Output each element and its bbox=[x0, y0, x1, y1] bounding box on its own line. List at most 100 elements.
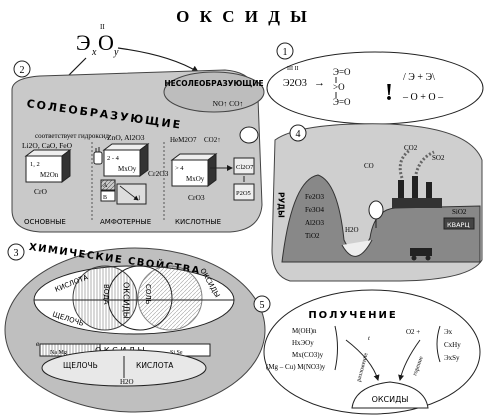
acidic-cube: > 4 MxOy bbox=[170, 153, 218, 187]
venn-water: ВОДА bbox=[102, 284, 110, 305]
s1-arrow: → bbox=[314, 77, 325, 89]
basic-label: ОСНОВНЫЕ bbox=[24, 218, 66, 226]
arrow-to-non-salt bbox=[117, 47, 200, 73]
letter-v: в bbox=[36, 340, 39, 348]
acidic-tank-1 bbox=[233, 157, 255, 175]
ore-4: TiO2 bbox=[305, 232, 320, 240]
prep-result: ОКСИДЫ bbox=[372, 395, 409, 404]
section-5-preparation: 5 ПОЛУЧЕНИЕ M(OH)n HxЭOy Mx(CO3)y (Mg – … bbox=[253, 289, 481, 415]
amphoteric-block-a-label: A bbox=[103, 183, 108, 189]
ore-1: Fe2O3 bbox=[305, 193, 325, 201]
section-1-badge bbox=[276, 42, 294, 60]
acidic-tank-2-label: P2O5 bbox=[236, 190, 251, 197]
decomp-t: t bbox=[368, 335, 370, 342]
section-3-number: 3 bbox=[14, 248, 19, 259]
oxides-dome bbox=[351, 381, 429, 409]
section-3-properties: 3 ХИМИЧЕСКИЕ СВОЙСТВА а б в КИСЛОТА ЩЕЛО… bbox=[4, 240, 266, 413]
non-salt-examples: NO↑ CO↑ bbox=[213, 99, 244, 108]
amphoteric-label: АМФОТЕРНЫЕ bbox=[100, 218, 151, 226]
formula-y: y bbox=[113, 47, 119, 58]
gas-co2: CO2 bbox=[404, 144, 418, 152]
formula-oxygen: O bbox=[98, 30, 114, 55]
acidic-flask-icon bbox=[239, 126, 259, 144]
amphoteric-cube-side: MxOy bbox=[118, 165, 137, 173]
svg-text:Э=O: Э=O bbox=[333, 97, 351, 107]
formula-valence: II bbox=[100, 23, 105, 31]
amphoteric-cube: 2 - 4 MxOy bbox=[102, 143, 150, 177]
general-formula: Э x O y II bbox=[76, 23, 119, 58]
section-2-classification: 2 НЕСОЛЕОБРАЗУЮЩИЕ NO↑ CO↑ СОЛЕОБРАЗУЮЩИ… bbox=[11, 60, 265, 233]
basic-bottom: CrO bbox=[34, 187, 48, 196]
bottom-base: ЩЕЛОЧЬ bbox=[63, 361, 98, 370]
prep-source-1: M(OH)n bbox=[292, 327, 317, 335]
venn-circle-right bbox=[137, 265, 203, 331]
prep-header: ПОЛУЧЕНИЕ bbox=[308, 310, 397, 321]
quartz-plate bbox=[443, 217, 475, 230]
basic-examples: Li2O, CaO, FeO bbox=[22, 141, 73, 150]
acidic-cube-face: > 4 bbox=[175, 165, 184, 172]
acidic-cube-side: MxOy bbox=[186, 175, 205, 183]
page-title: О К С И Д Ы bbox=[176, 7, 310, 26]
section-2-badge bbox=[13, 60, 31, 78]
prep-source-2: HxЭOy bbox=[292, 339, 314, 347]
non-salt-ellipse bbox=[163, 71, 265, 113]
prod-3: ЭxSy bbox=[444, 354, 460, 362]
section-4-badge bbox=[289, 124, 307, 142]
section-5-badge bbox=[253, 295, 271, 313]
section-5-number: 5 bbox=[260, 300, 265, 311]
water-pool bbox=[341, 239, 373, 257]
factory-icon bbox=[392, 176, 442, 208]
venn-circle-left bbox=[72, 265, 138, 331]
amphoteric-examples: ZnO, Al2O3 bbox=[107, 133, 145, 142]
section-4-number: 4 bbox=[296, 129, 301, 140]
section-1-number: 1 bbox=[283, 47, 288, 58]
ore-label: РУДЫ bbox=[277, 192, 286, 218]
ore-2: Fe3O4 bbox=[305, 206, 325, 214]
bottom-water: H2O bbox=[120, 378, 134, 386]
prod-2: CxHy bbox=[444, 341, 461, 349]
quartz-label: КВАРЦ bbox=[447, 221, 470, 229]
section-3-badge bbox=[7, 243, 25, 261]
hydroxide-note: соответствует гидроксид bbox=[35, 132, 109, 140]
formula-symbol: Э bbox=[76, 30, 91, 55]
venn-oxides: ОКСИДЫ bbox=[122, 282, 131, 319]
o2-label: O2 + bbox=[406, 328, 420, 336]
water-label: H2O bbox=[345, 226, 359, 234]
acidic-tank-1-label: Cl2O7 bbox=[236, 164, 254, 171]
amphoteric-hand-icon bbox=[93, 147, 103, 165]
ore-3: Al2O3 bbox=[305, 219, 325, 227]
vehicle-icon bbox=[410, 248, 432, 261]
tree-icon bbox=[368, 200, 384, 228]
section-1-structure: 1 III II Э2O3 → Э=O >O Э=O ! / Э + Э\ – … bbox=[266, 42, 484, 125]
s1-bang: ! bbox=[385, 80, 393, 106]
quartz-formula: SiO2 bbox=[452, 208, 467, 216]
amphoteric-block-b bbox=[100, 190, 116, 202]
section-2-number: 2 bbox=[20, 65, 25, 76]
prod-1: Эx bbox=[444, 328, 453, 336]
amphoteric-low: Al bbox=[134, 196, 140, 202]
acidic-label: КИСЛОТНЫЕ bbox=[175, 218, 221, 226]
basic-cube-side: M2On bbox=[40, 171, 59, 179]
section-4-nature: 4 РУДЫ Fe2O3 Fe3O4 Al2O3 TiO2 H2O CO SO2… bbox=[271, 123, 483, 282]
svg-text:>O: >O bbox=[333, 82, 345, 92]
gas-co: CO bbox=[364, 162, 374, 170]
bottom-acid: КИСЛОТА bbox=[136, 361, 174, 370]
prep-source-3: Mx(CO3)y bbox=[292, 351, 324, 359]
amphoteric-block-a bbox=[100, 179, 116, 191]
s1-row-1: / Э + Э\ bbox=[403, 72, 435, 83]
s1-structure-drawing: Э=O >O Э=O bbox=[333, 67, 351, 107]
amphoteric-side: Cr2O3 bbox=[148, 169, 169, 178]
bar-nonmetals: Si Se bbox=[170, 350, 183, 356]
formula-x: x bbox=[91, 47, 97, 58]
bar-metals: Na Mg bbox=[50, 350, 67, 356]
basic-cube-face: 1, 2 bbox=[30, 161, 40, 168]
amphoteric-cube-face: 2 - 4 bbox=[107, 155, 120, 162]
basic-cube: 1, 2 M2On bbox=[24, 149, 72, 183]
s1-valence: III II bbox=[287, 66, 299, 72]
s1-formula: Э2O3 bbox=[283, 78, 307, 89]
amphoteric-block-b-label: B bbox=[103, 195, 107, 201]
svg-text:Э=O: Э=O bbox=[333, 67, 351, 77]
acidic-bottom: CrO3 bbox=[188, 193, 205, 202]
gas-so2: SO2 bbox=[432, 154, 445, 162]
